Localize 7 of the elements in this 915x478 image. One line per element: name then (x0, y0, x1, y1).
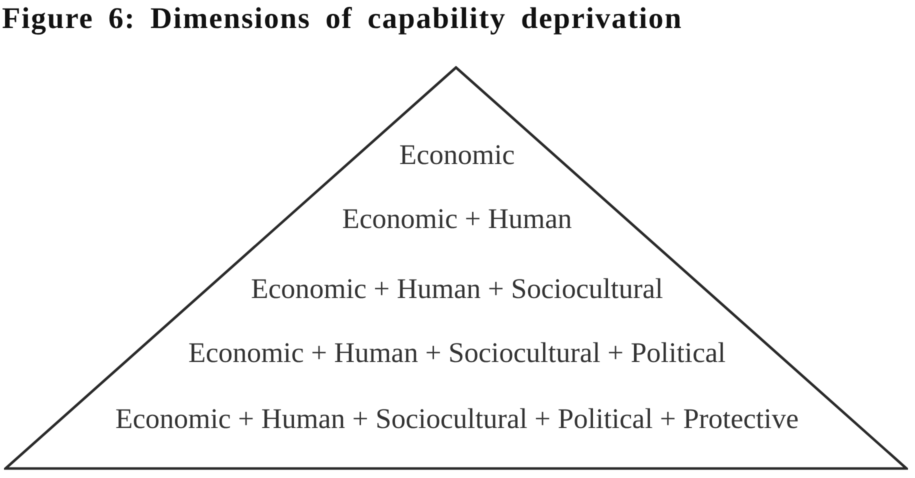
tier-label: Economic (399, 140, 515, 173)
tier-label: Economic + Human + Sociocultural + Political (188, 338, 726, 371)
tier-label: Economic + Human (342, 204, 572, 237)
tier-label: Economic + Human + Sociocultural (250, 274, 664, 307)
figure-title: Figure 6: Dimensions of capability deprivation (2, 2, 682, 36)
tier-label: Economic + Human + Sociocultural + Political + Protective (115, 404, 799, 437)
pyramid-triangle (4, 66, 908, 470)
